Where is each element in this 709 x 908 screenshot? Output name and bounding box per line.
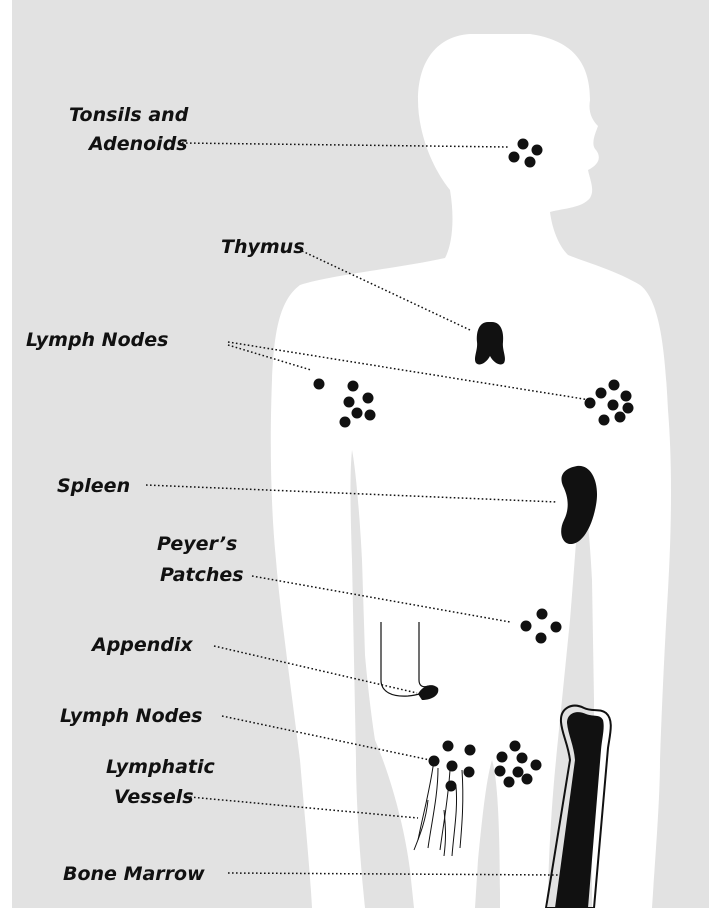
label-lymph-nodes-upper: Lymph Nodes (26, 326, 168, 354)
lymph-node (608, 400, 619, 411)
lymph-node (599, 415, 610, 426)
tonsil-node (525, 157, 536, 168)
lymph-node (510, 741, 521, 752)
lymph-node (621, 391, 632, 402)
lymph-node (513, 767, 524, 778)
label-appendix: Appendix (92, 631, 193, 659)
label-bone-marrow: Bone Marrow (63, 860, 205, 888)
lymph-node (429, 756, 440, 767)
lymph-node (340, 417, 351, 428)
lymph-node (497, 752, 508, 763)
peyers-patch-node (551, 622, 562, 633)
lymph-node (495, 766, 506, 777)
lymph-node (504, 777, 515, 788)
lymph-node (443, 741, 454, 752)
lymph-node (344, 397, 355, 408)
lymph-node (465, 745, 476, 756)
lymph-node (609, 380, 620, 391)
tonsil-node (518, 139, 529, 150)
lymph-node (596, 388, 607, 399)
lymph-node (446, 781, 457, 792)
label-thymus: Thymus (221, 233, 305, 261)
label-peyers-line1: Peyer’s (157, 530, 237, 558)
lymph-node (365, 410, 376, 421)
lymph-node (615, 412, 626, 423)
label-lymph-nodes-lower: Lymph Nodes (60, 702, 202, 730)
peyers-patch-node (537, 609, 548, 620)
tonsil-node (509, 152, 520, 163)
label-lymphatic-line2: Vessels (114, 783, 194, 811)
lymph-node (522, 774, 533, 785)
tonsil-node (532, 145, 543, 156)
lymph-node (531, 760, 542, 771)
label-lymphatic-line1: Lymphatic (106, 753, 215, 781)
lymph-node (517, 753, 528, 764)
lymph-node (348, 381, 359, 392)
label-tonsils-line1: Tonsils and (69, 101, 188, 129)
lymph-node (464, 767, 475, 778)
lymph-node (352, 408, 363, 419)
label-tonsils-line2: Adenoids (89, 130, 188, 158)
lymph-node (623, 403, 634, 414)
lymph-node (363, 393, 374, 404)
peyers-patch-node (536, 633, 547, 644)
label-spleen: Spleen (57, 472, 130, 500)
lymph-node (585, 398, 596, 409)
label-peyers-line2: Patches (160, 561, 244, 589)
peyers-patch-node (521, 621, 532, 632)
lymph-node (447, 761, 458, 772)
lymph-node (314, 379, 325, 390)
